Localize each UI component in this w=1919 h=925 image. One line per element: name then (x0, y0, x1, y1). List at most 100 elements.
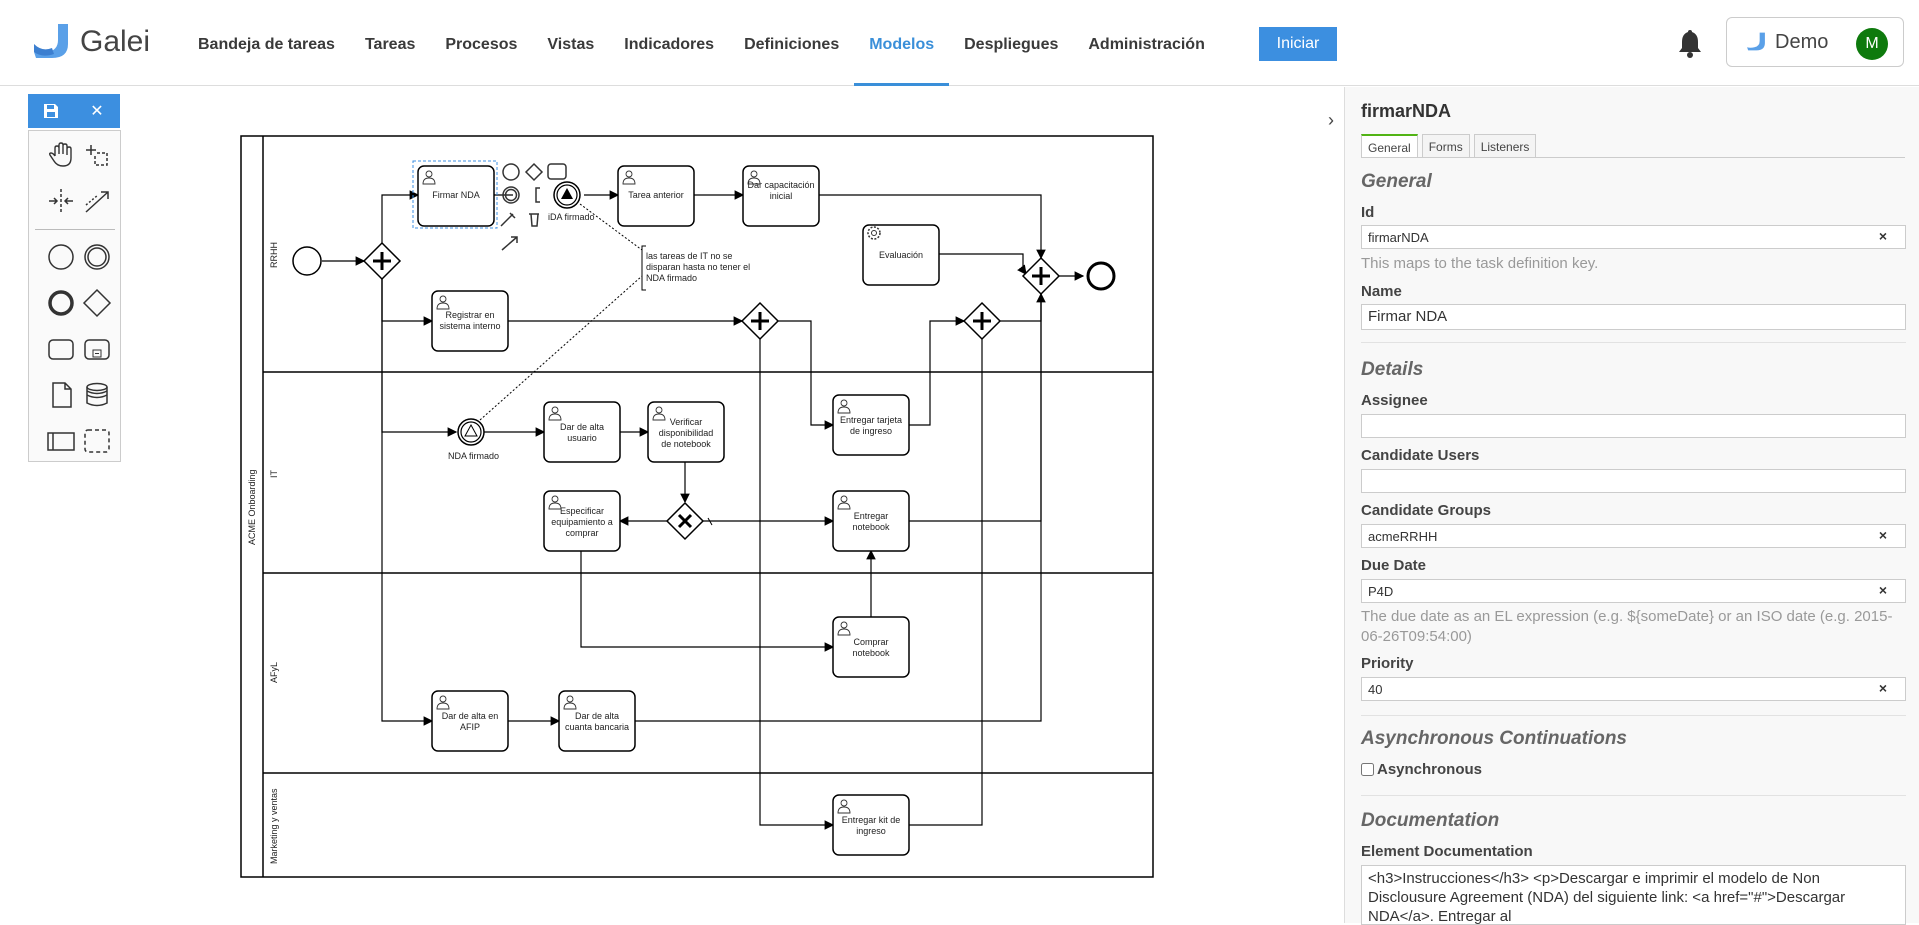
clear-icon[interactable]: × (1878, 527, 1887, 543)
end-event-icon[interactable] (43, 285, 79, 321)
clear-icon[interactable]: × (1878, 680, 1887, 696)
task-verificar-notebook[interactable]: Verificar disponibilidad de notebook (647, 401, 725, 463)
candidate-users-field[interactable] (1361, 469, 1906, 493)
priority-field[interactable]: 40 × (1361, 677, 1906, 701)
data-store-icon[interactable] (79, 377, 115, 413)
task-entregar-notebook[interactable]: Entregar notebook (832, 490, 910, 552)
clear-icon[interactable]: × (1878, 228, 1887, 244)
candidate-groups-value: acmeRRHH (1368, 529, 1438, 544)
start-button[interactable]: Iniciar (1259, 27, 1337, 61)
nav-despliegues[interactable]: Despliegues (964, 36, 1059, 53)
task-evaluacion[interactable]: Evaluación (862, 224, 940, 286)
task-dar-capacitacion[interactable]: Dar capacitación inicial (742, 165, 820, 227)
nav-tareas[interactable]: Tareas (364, 36, 416, 53)
message-association[interactable] (579, 203, 643, 251)
task-firmar-nda[interactable]: Firmar NDA (417, 165, 495, 227)
close-icon[interactable]: ✕ (90, 103, 104, 120)
nav-indicadores[interactable]: Indicadores (624, 36, 715, 53)
id-label: Id (1361, 204, 1375, 221)
start-event[interactable] (292, 246, 322, 276)
task-label: inicial (770, 191, 793, 201)
nav-procesos[interactable]: Procesos (445, 36, 518, 53)
task-alta-cuenta-bancaria[interactable]: Dar de alta cuanta bancaria (558, 690, 636, 752)
lanes[interactable]: RRHH IT AFyL Marketing y ventas (263, 242, 1153, 864)
text-annotation[interactable]: las tareas de IT no se disparan hasta no… (641, 245, 750, 291)
gear-icon (867, 226, 881, 240)
exclusive-gateway[interactable] (665, 501, 713, 541)
parallel-gateway-split[interactable] (362, 241, 402, 281)
candidate-groups-field[interactable]: acmeRRHH × (1361, 524, 1906, 548)
task-tarea-anterior[interactable]: Tarea anterior (617, 165, 695, 227)
task-label: Tarea anterior (628, 190, 684, 200)
intermediate-catch-event[interactable]: NDA firmado (448, 418, 499, 461)
asynchronous-input[interactable] (1361, 763, 1374, 776)
annotation-association[interactable] (479, 275, 643, 421)
id-field[interactable]: firmarNDA × (1361, 225, 1906, 249)
nav-definiciones[interactable]: Definiciones (744, 36, 840, 53)
name-field[interactable]: Firmar NDA (1361, 304, 1906, 330)
task-label: de ingreso (850, 426, 892, 436)
wrench-icon (500, 212, 516, 227)
divider (1361, 795, 1906, 796)
panel-tabs: General Forms Listeners (1361, 134, 1540, 158)
task-label: sistema interno (439, 321, 500, 331)
tab-forms[interactable]: Forms (1421, 134, 1470, 158)
end-event[interactable] (1086, 261, 1116, 291)
task-alta-afip[interactable]: Dar de alta en AFIP (431, 690, 509, 752)
global-connect-icon[interactable] (79, 183, 115, 219)
task-label: ingreso (856, 826, 886, 836)
clear-icon[interactable]: × (1878, 582, 1887, 598)
task-especificar-equipamiento[interactable]: Especificar equipamiento a comprar (543, 490, 621, 552)
priority-label: Priority (1361, 655, 1414, 672)
task-label: Evaluación (879, 250, 923, 260)
asynchronous-checkbox[interactable]: Asynchronous (1361, 761, 1482, 778)
data-object-icon[interactable] (43, 377, 79, 413)
documentation-textarea[interactable]: <h3>Instrucciones</h3> <p>Descargar e im… (1361, 865, 1906, 925)
task-registrar-sistema[interactable]: Registrar en sistema interno (431, 290, 509, 352)
app-logo[interactable]: Galei (30, 20, 150, 64)
group-icon[interactable] (79, 423, 115, 459)
lasso-tool-icon[interactable] (79, 137, 115, 173)
tool-palette (28, 130, 121, 462)
bell-icon[interactable] (1677, 28, 1703, 58)
nav-administracion[interactable]: Administración (1088, 36, 1205, 53)
nav-modelos[interactable]: Modelos (854, 0, 950, 86)
chevron-right-icon[interactable]: › (1328, 110, 1334, 130)
task-label: Dar de alta en (442, 711, 499, 721)
task-entregar-tarjeta[interactable]: Entregar tarjeta de ingreso (832, 394, 910, 456)
divider (1361, 715, 1906, 716)
task-comprar-notebook[interactable]: Comprar notebook (832, 616, 910, 678)
section-details: Details (1361, 359, 1424, 380)
due-date-field[interactable]: P4D × (1361, 579, 1906, 603)
participant-icon[interactable] (43, 423, 79, 459)
parallel-gateway-join-a[interactable] (962, 301, 1002, 341)
task-icon[interactable] (43, 331, 79, 367)
gateway-icon[interactable] (79, 285, 115, 321)
subprocess-icon[interactable] (79, 331, 115, 367)
assignee-field[interactable] (1361, 414, 1906, 438)
user-menu[interactable]: Demo M (1726, 17, 1904, 67)
lane-it-label: IT (269, 469, 279, 478)
task-entregar-kit[interactable]: Entregar kit de ingreso (832, 794, 910, 856)
hand-tool-icon[interactable] (43, 137, 79, 173)
pool-label: ACME Onboarding (247, 469, 257, 545)
space-tool-icon[interactable] (43, 183, 79, 219)
sequence-flows[interactable] (322, 190, 1085, 830)
intermediate-event-icon[interactable] (79, 239, 115, 275)
context-pad[interactable] (500, 162, 567, 251)
task-label: Entregar tarjeta (840, 415, 902, 425)
parallel-gateway-join-end[interactable] (1021, 256, 1061, 296)
task-dar-alta-usuario[interactable]: Dar de alta usuario (543, 401, 621, 463)
tab-listeners[interactable]: Listeners (1473, 134, 1537, 158)
start-event-icon[interactable] (43, 239, 79, 275)
task-label: notebook (852, 522, 890, 532)
tab-general[interactable]: General (1361, 134, 1418, 158)
task-label: Entregar (854, 511, 889, 521)
intermediate-throw-event[interactable]: iDA firmado (548, 181, 595, 222)
annotation-line: disparan hasta no tener el (646, 262, 750, 272)
nav-bandeja-de-tareas[interactable]: Bandeja de tareas (198, 36, 335, 53)
save-icon[interactable] (28, 94, 74, 128)
nav-vistas[interactable]: Vistas (547, 36, 595, 53)
parallel-gateway-rrhh[interactable] (740, 301, 780, 341)
bpmn-diagram[interactable]: ACME Onboarding RRHH IT AFyL Marketing y… (0, 87, 1344, 923)
